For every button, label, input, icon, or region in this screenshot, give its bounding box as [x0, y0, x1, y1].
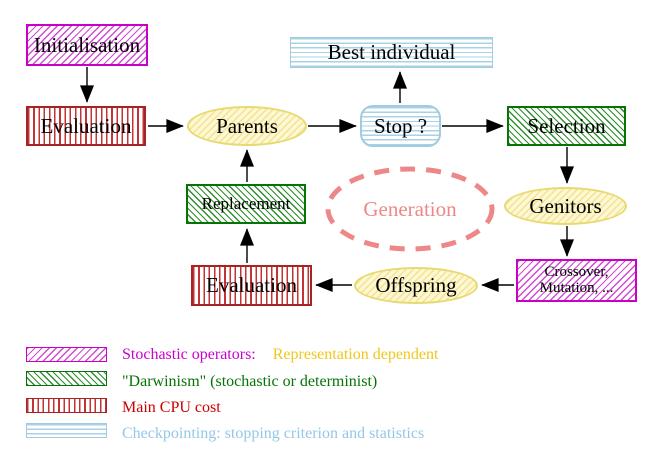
node-replacement: Replacement: [186, 184, 306, 224]
node-selection: Selection: [507, 106, 626, 146]
node-evaluation-bottom: Evaluation: [191, 265, 312, 306]
legend-label-darwinism: "Darwinism" (stochastic or determinist): [122, 373, 378, 390]
node-parents-label: Parents: [216, 113, 278, 138]
legend-swatch-checkpointing: [26, 423, 107, 438]
node-crossover-mutation: Crossover, Mutation, ...: [516, 259, 637, 302]
node-best-individual-label: Best individual: [327, 40, 456, 65]
legend-swatch-stochastic-operators: [26, 347, 107, 362]
legend-label-stochastic-operators: Stochastic operators:Representation depe…: [122, 346, 439, 363]
node-stop-label: Stop ?: [373, 113, 428, 138]
node-best-individual: Best individual: [290, 37, 493, 68]
node-replacement-label: Replacement: [201, 194, 291, 214]
legend-label-cpu-cost: Main CPU cost: [122, 399, 221, 416]
legend-swatch-cpu-cost: [26, 398, 107, 413]
node-selection-label: Selection: [527, 113, 606, 138]
node-evaluation-top: Evaluation: [26, 106, 146, 146]
node-genitors: Genitors: [504, 187, 627, 225]
node-genitors-label: Genitors: [529, 193, 602, 218]
legend-swatch-darwinism: [26, 371, 107, 386]
node-offspring: Offspring: [354, 267, 478, 304]
node-crossover-label-line2: Mutation, ...: [539, 279, 614, 296]
legend-label-representation-dependent: Representation dependent: [272, 346, 439, 363]
node-evaluation-top-label: Evaluation: [40, 113, 132, 138]
node-stop: Stop ?: [360, 105, 441, 147]
node-offspring-label: Offspring: [375, 273, 457, 298]
node-evaluation-bottom-label: Evaluation: [206, 273, 297, 298]
node-parents: Parents: [187, 106, 307, 146]
generation-label: Generation: [363, 196, 457, 221]
node-initialisation: Initialisation: [26, 24, 148, 66]
node-crossover-label-line1: Crossover,: [544, 263, 609, 280]
legend-label-checkpointing: Checkpointing: stopping criterion and st…: [122, 425, 425, 442]
node-initialisation-label: Initialisation: [33, 32, 141, 57]
